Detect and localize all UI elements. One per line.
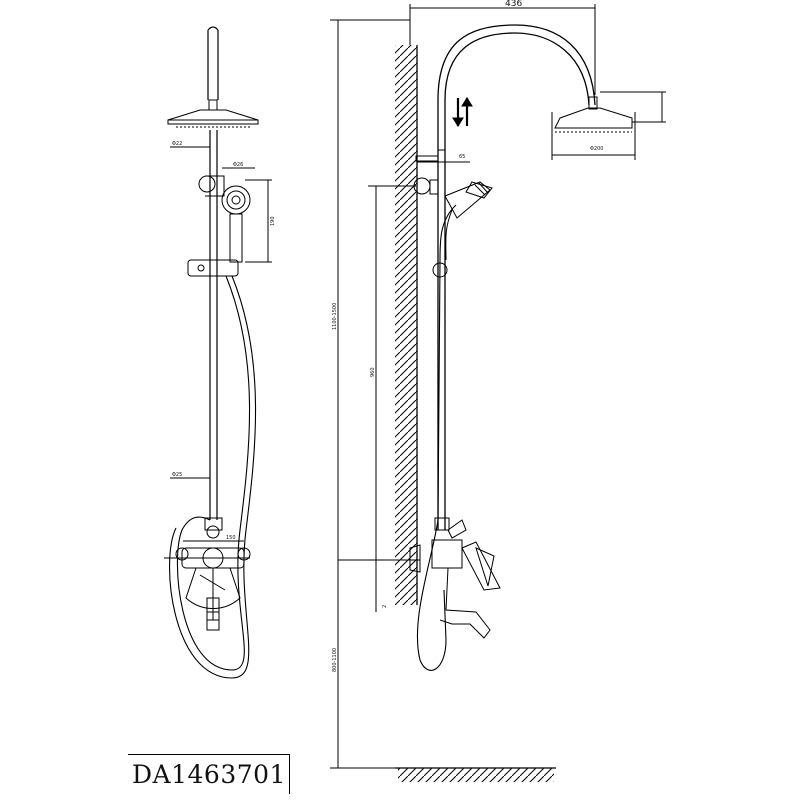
side-hand-shower (444, 181, 493, 219)
height-adjust-arrows (452, 97, 473, 127)
slide-bracket (187, 259, 239, 277)
dim-head-diameter: Φ200 (590, 146, 603, 152)
side-spout (439, 567, 491, 639)
wall-hatch (395, 45, 417, 605)
rain-shower-head (167, 109, 259, 128)
title-block (128, 754, 290, 794)
dim-wall-gap: 2 (382, 605, 388, 608)
side-rain-head (554, 107, 633, 129)
arm-outer (437, 24, 596, 530)
product-code: DA1463701 (132, 760, 286, 789)
dim-arm-reach: 436 (505, 0, 522, 9)
side-view (330, 4, 666, 782)
dim-handshower-height: 190 (270, 216, 276, 226)
side-slide-knob (432, 262, 448, 278)
floor-hatch (398, 768, 554, 782)
top-tube (207, 26, 219, 100)
side-hose (416, 204, 457, 671)
hose (176, 275, 251, 671)
dim-mixer-height: 800-1100 (332, 648, 338, 672)
dim-bar-height: 960 (370, 367, 376, 377)
dim-handshower-diameter: Φ26 (233, 162, 243, 168)
diverter (204, 517, 223, 531)
dim-top-tube-diameter: Φ22 (172, 141, 182, 147)
dim-bar-diameter: Φ25 (172, 472, 182, 478)
hand-shower (221, 185, 251, 263)
dim-wall-offset: 65 (459, 154, 465, 160)
dim-mixer-center: 150 (226, 535, 236, 541)
arm-inner (444, 32, 590, 530)
dim-total-height: 1100-1500 (332, 303, 338, 330)
head-connector (208, 99, 218, 111)
side-mixer (409, 517, 501, 639)
holder-knob (198, 175, 216, 193)
front-view (164, 26, 272, 679)
